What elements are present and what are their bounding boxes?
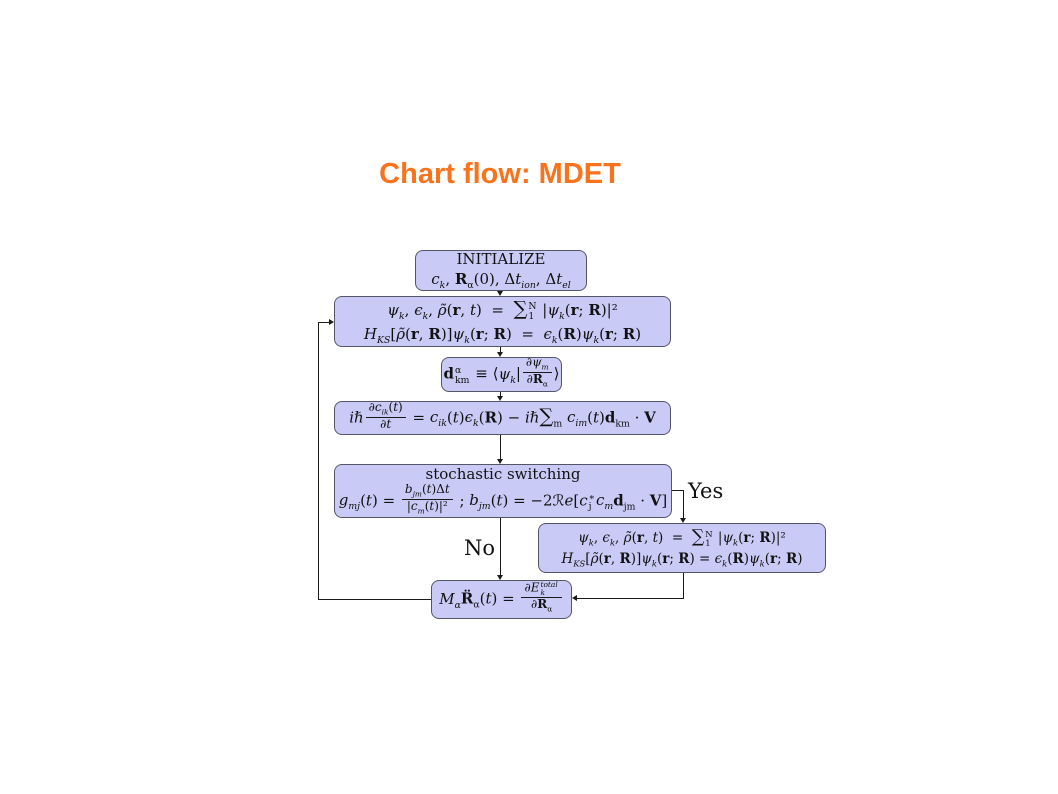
node-stochastic-line1: stochastic switching	[425, 465, 581, 484]
label-yes: Yes	[688, 479, 724, 503]
arrowhead-ks-to-coupling	[497, 352, 503, 357]
arrowhead-tdse-to-stochastic	[497, 459, 503, 464]
connector-ksnew-to-newton-v	[683, 573, 684, 598]
slide-title: Chart flow: MDET	[379, 158, 621, 190]
connector-loop-top	[318, 322, 329, 323]
node-kohn-sham-new-line2: HKS[ρ̃(r, R)]ψk(r; R) = ϵk(R)ψk(r; R)	[561, 550, 803, 569]
connector-ksnew-to-newton-h	[577, 598, 684, 599]
node-tdse: iℏ∂cik(t)∂t = cik(t)ϵk(R) − iℏ∑m cim(t)d…	[334, 399, 671, 435]
node-stochastic-line2: gmj(t) = bjm(t)Δt|cm(t)|² ; bjm(t) = −2ℛ…	[338, 481, 668, 516]
node-initialize-line1: INITIALIZE	[456, 249, 546, 268]
node-kohn-sham-line2: HKS[ρ̃(r, R)]ψk(r; R) = ϵk(R)ψk(r; R)	[363, 324, 642, 346]
connector-no-branch	[500, 518, 501, 575]
node-tdse-line1: iℏ∂cik(t)∂t = cik(t)ϵk(R) − iℏ∑m cim(t)d…	[349, 399, 656, 431]
label-no: No	[463, 536, 495, 560]
connector-loop-bottom	[318, 599, 431, 600]
node-initialize-line2: ck, Rα(0), Δtion, Δtel	[431, 269, 571, 291]
arrowhead-yes-branch	[680, 518, 686, 523]
node-initialize: INITIALIZE ck, Rα(0), Δtion, Δtel	[415, 250, 587, 291]
arrowhead-init-to-ks	[497, 291, 503, 296]
connector-yes-branch-v	[683, 490, 684, 518]
connector-coupling-to-tdse	[500, 392, 501, 396]
connector-ks-to-coupling	[500, 347, 501, 352]
arrowhead-no-branch	[497, 575, 503, 580]
arrowhead-ksnew-to-newton	[572, 595, 577, 601]
arrowhead-loop-to-ks	[329, 319, 334, 325]
node-stochastic-switching: stochastic switching gmj(t) = bjm(t)Δt|c…	[334, 464, 672, 518]
arrowhead-coupling-to-tdse	[497, 396, 503, 401]
connector-loop-left	[318, 322, 319, 600]
connector-tdse-to-stochastic	[500, 435, 501, 459]
connector-yes-branch-h	[672, 490, 683, 491]
